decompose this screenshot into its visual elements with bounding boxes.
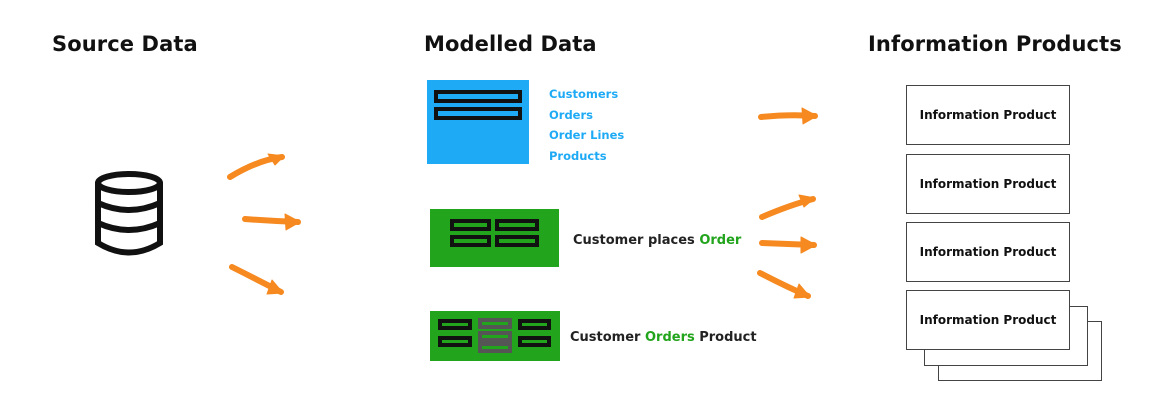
arrow-modelled-to-products-1 bbox=[758, 107, 818, 125]
entity-products: Products bbox=[549, 148, 607, 163]
entity-order-lines: Order Lines bbox=[549, 128, 625, 142]
relation-highlight: Order bbox=[699, 233, 742, 248]
entity-customers: Customers bbox=[549, 87, 619, 101]
information-products-heading: Information Products bbox=[868, 32, 1122, 56]
information-product-card: Information Product bbox=[906, 290, 1070, 350]
information-product-card: Information Product bbox=[906, 85, 1070, 145]
information-product-label: Information Product bbox=[919, 245, 1057, 259]
arrow-db-to-modelled-mid bbox=[242, 213, 301, 231]
information-product-card: Information Product bbox=[906, 154, 1070, 214]
arrow-modelled-to-products-3 bbox=[759, 236, 817, 254]
relation2-prefix: Customer bbox=[570, 330, 645, 345]
relation-caption-product: Customer Orders Product bbox=[570, 330, 757, 345]
arrow-modelled-to-products-4 bbox=[757, 270, 811, 299]
information-product-label: Information Product bbox=[919, 108, 1057, 122]
table-icon bbox=[438, 318, 551, 353]
relation2-highlight: Orders bbox=[644, 330, 695, 345]
arrow-db-to-modelled-down bbox=[229, 264, 284, 295]
modelled-data-heading: Modelled Data bbox=[424, 32, 597, 56]
arrow-modelled-to-products-2 bbox=[759, 194, 816, 220]
database-icon bbox=[95, 171, 163, 256]
relation-prefix: Customer places bbox=[573, 233, 700, 248]
green-relation-box bbox=[430, 209, 559, 267]
entity-orders: Orders bbox=[549, 107, 593, 122]
blue-entity-box bbox=[427, 80, 529, 164]
information-product-label: Information Product bbox=[919, 313, 1057, 327]
relation2-suffix: Product bbox=[694, 330, 757, 345]
relation-caption-order: Customer places Order bbox=[573, 233, 741, 248]
information-product-card: Information Product bbox=[906, 222, 1070, 282]
arrow-db-to-modelled-up bbox=[227, 153, 285, 180]
table-icon bbox=[450, 219, 539, 247]
green-relation-box-2 bbox=[430, 311, 560, 361]
entity-list: Customers Orders Order Lines Products bbox=[549, 84, 624, 166]
information-product-label: Information Product bbox=[919, 177, 1057, 191]
table-icon bbox=[434, 90, 522, 120]
source-data-heading: Source Data bbox=[52, 32, 198, 56]
